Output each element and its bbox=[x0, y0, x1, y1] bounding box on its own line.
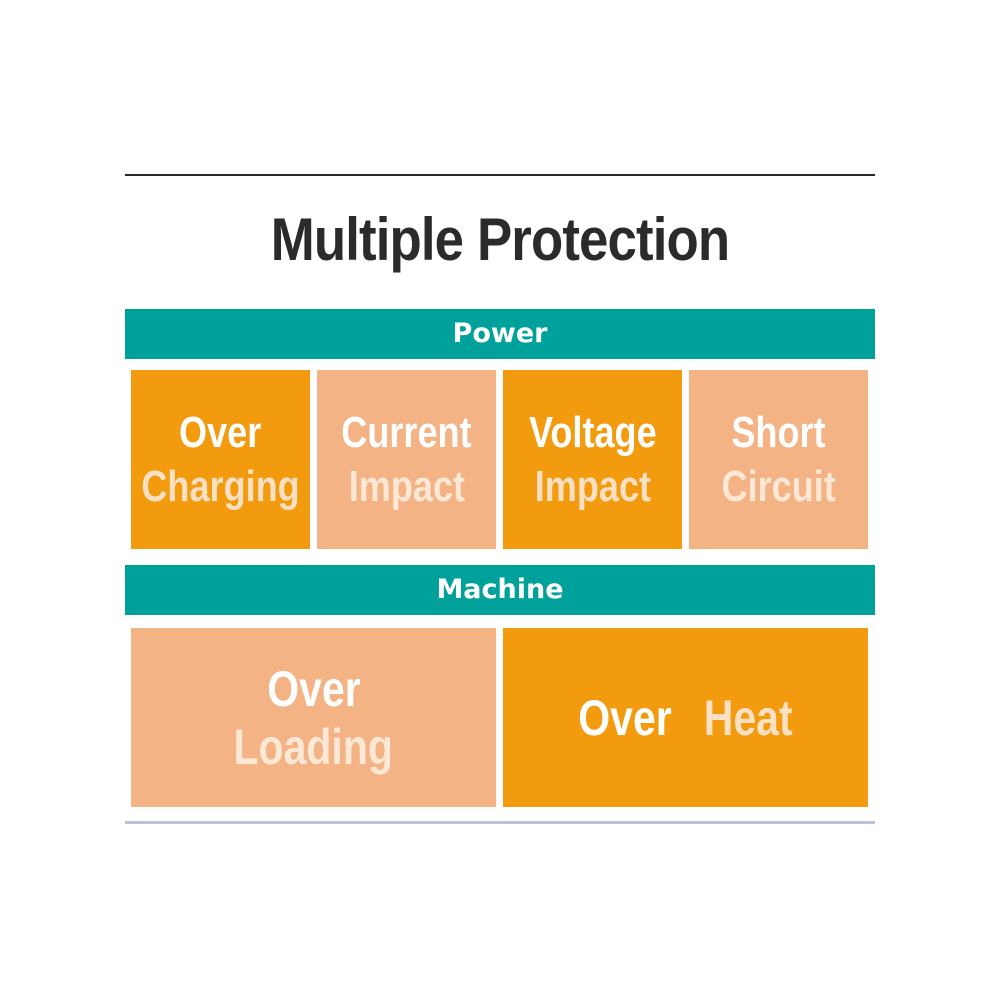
tile-label-row: Over Heat bbox=[568, 689, 802, 747]
tile-voltage-impact: Voltage Impact bbox=[503, 370, 682, 549]
tile-label-primary: Voltage bbox=[528, 407, 657, 457]
tile-label-secondary: Charging bbox=[141, 461, 300, 511]
tile-label-secondary: Impact bbox=[348, 461, 465, 511]
tile-over-heat: Over Heat bbox=[503, 628, 868, 807]
section-header-machine: Machine bbox=[125, 565, 875, 615]
tile-over-loading: Over Loading bbox=[131, 628, 496, 807]
tile-over-charging: Over Charging bbox=[131, 370, 310, 549]
tile-label-secondary: Circuit bbox=[721, 461, 836, 511]
tile-label-primary: Over bbox=[179, 407, 262, 457]
tile-label-secondary: Heat bbox=[704, 689, 793, 746]
tile-label-primary: Short bbox=[731, 407, 826, 457]
tile-label-secondary: Loading bbox=[233, 718, 394, 775]
section-header-power: Power bbox=[125, 309, 875, 359]
tile-label-primary: Current bbox=[341, 407, 472, 457]
bottom-divider bbox=[125, 821, 875, 824]
tile-current-impact: Current Impact bbox=[317, 370, 496, 549]
tile-label-secondary: Impact bbox=[534, 461, 651, 511]
page-title: Multiple Protection bbox=[270, 206, 730, 273]
top-divider bbox=[125, 174, 875, 176]
tile-label-primary: Over bbox=[578, 689, 673, 746]
tile-short-circuit: Short Circuit bbox=[689, 370, 868, 549]
tile-label-primary: Over bbox=[266, 660, 361, 717]
